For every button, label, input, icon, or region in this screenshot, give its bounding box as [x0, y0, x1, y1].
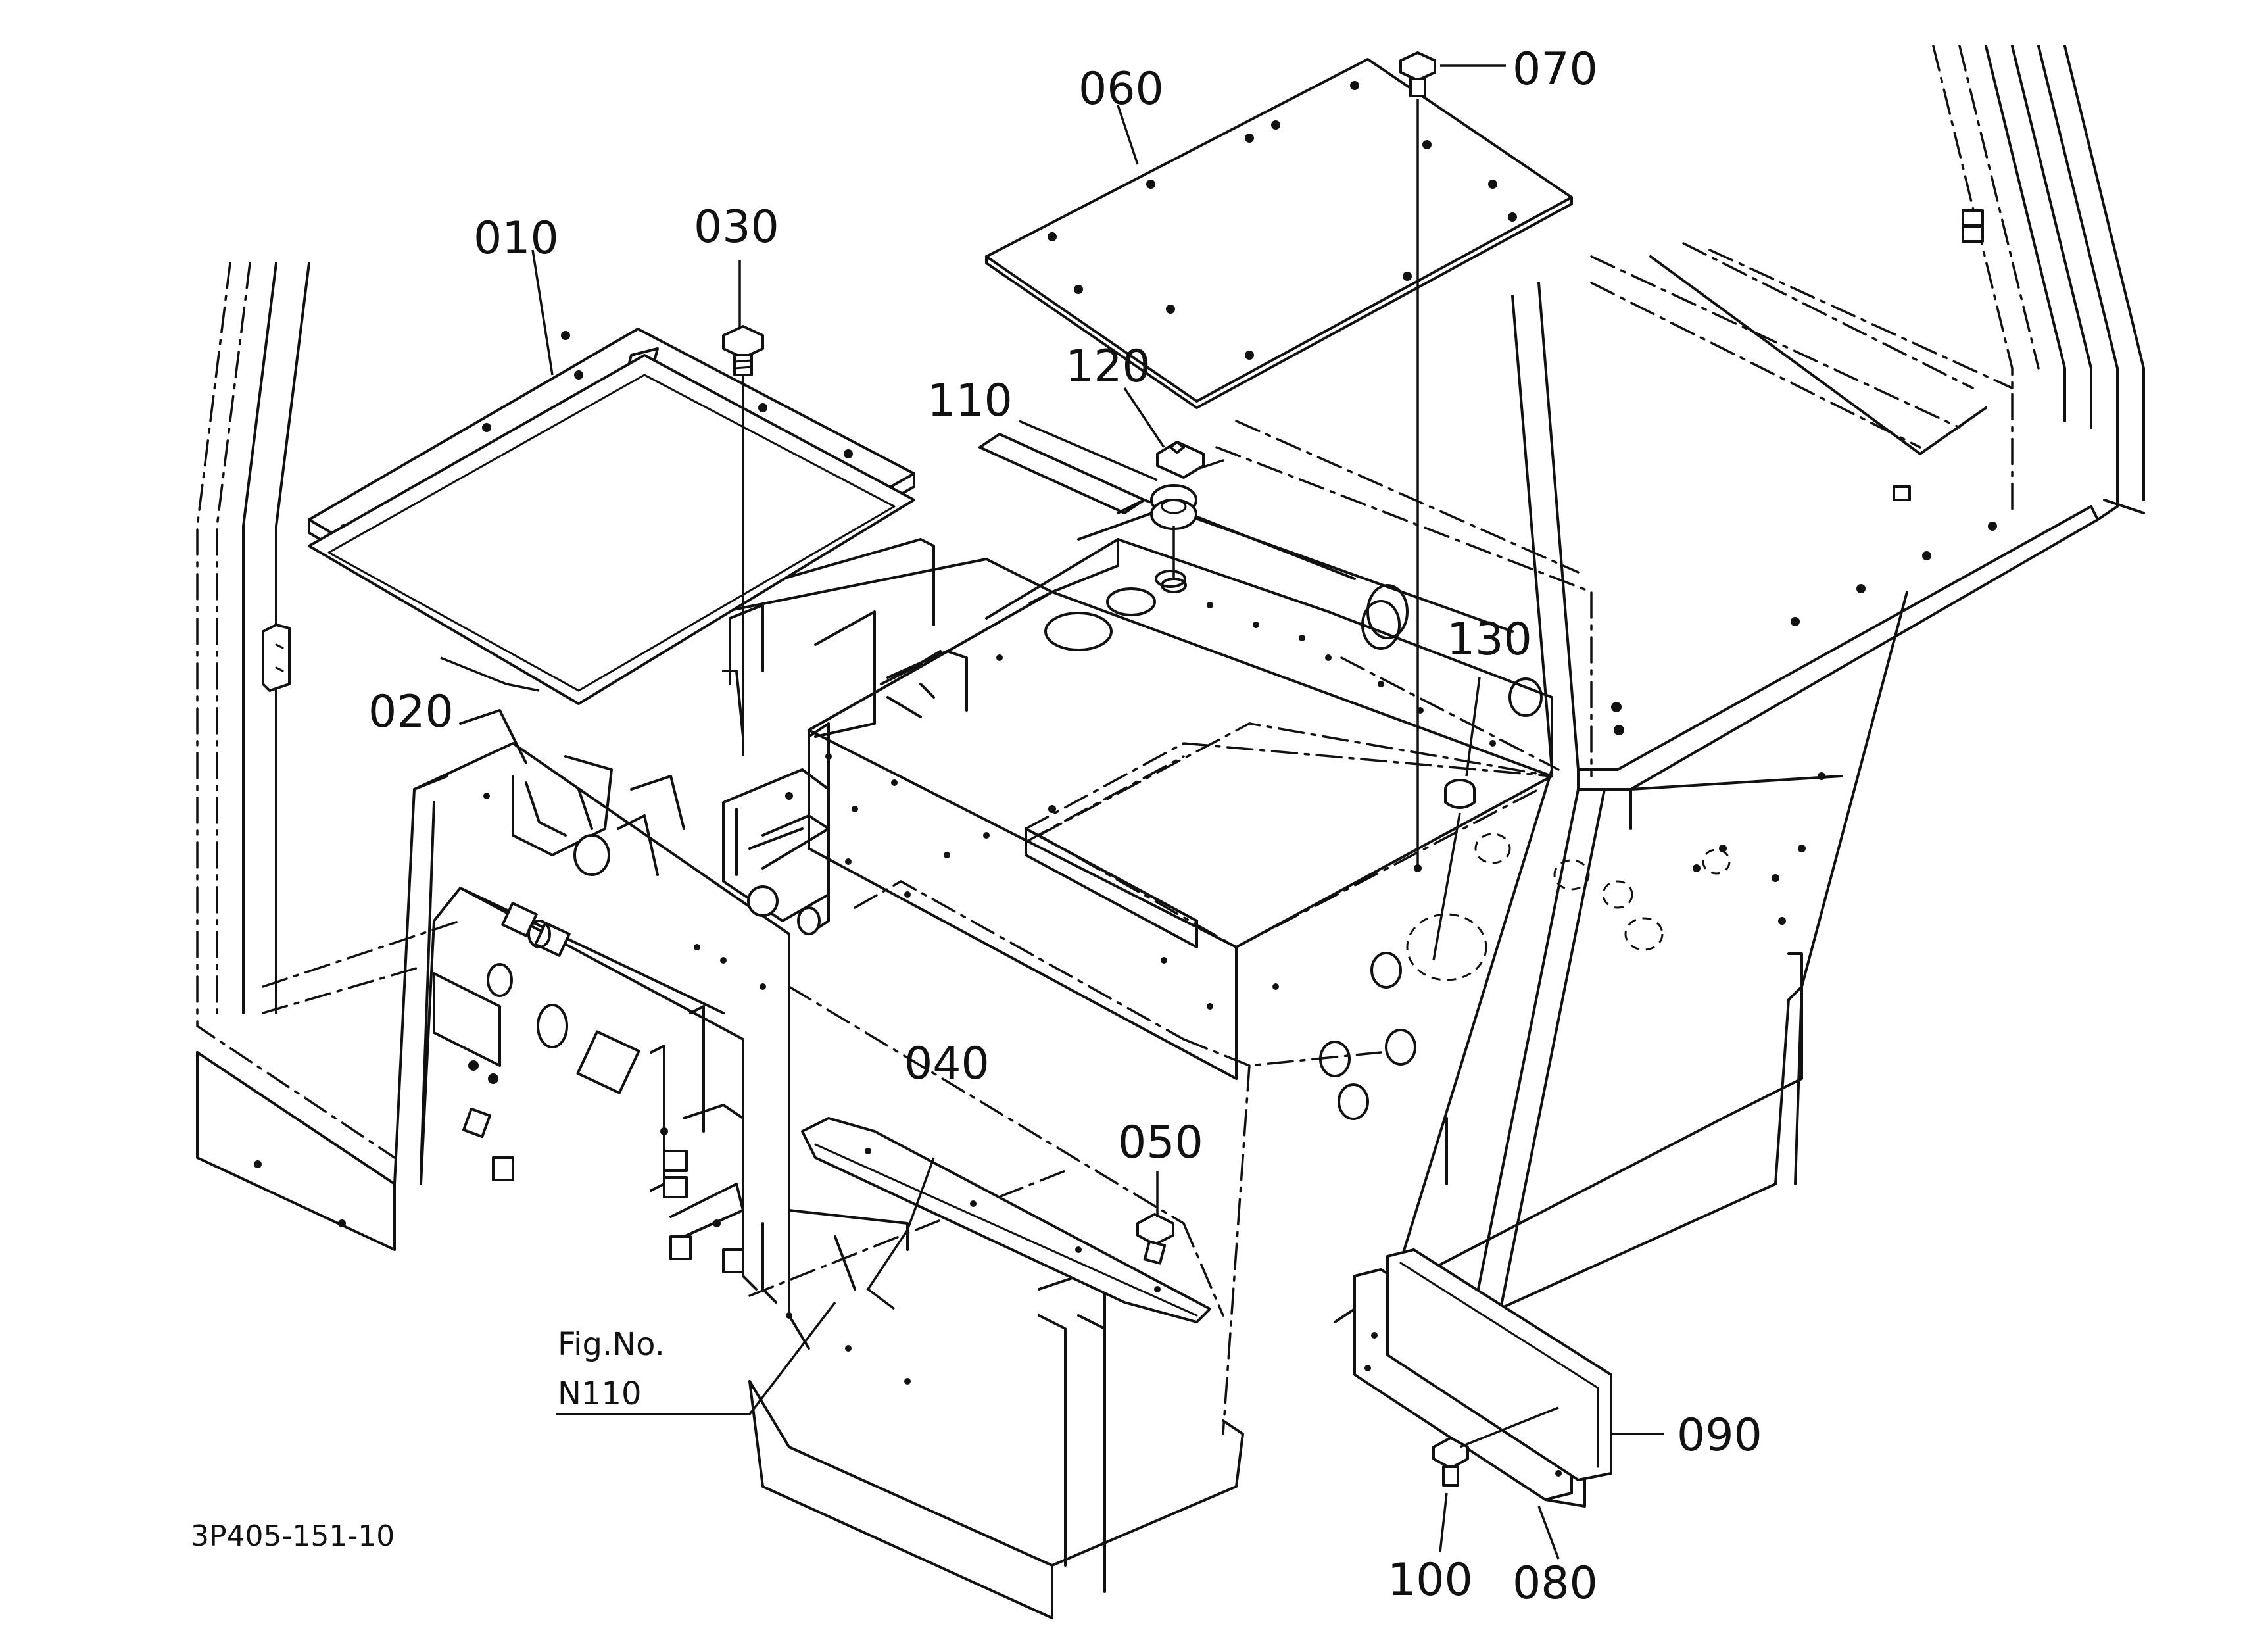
- callout-020: 020: [368, 686, 454, 738]
- part-110-grommet: [978, 433, 1197, 593]
- callout-050: 050: [1118, 1117, 1203, 1169]
- callout-040: 040: [904, 1038, 990, 1090]
- callout-030: 030: [694, 201, 779, 253]
- callout-080: 080: [1512, 1558, 1598, 1610]
- callout-060: 060: [1078, 63, 1164, 115]
- part-020-gasket: [308, 354, 915, 738]
- drawing-code: 3P405-151-10: [191, 1519, 395, 1553]
- part-050-bolt: [1136, 1213, 1174, 1265]
- part-070-bolt: [1399, 51, 1436, 872]
- front-dash-assembly: [393, 709, 1244, 1619]
- callout-100: 100: [1387, 1554, 1473, 1606]
- part-030-bolt: [722, 325, 764, 756]
- fig-ref-line2: N110: [558, 1375, 642, 1412]
- part-100-bolt: [1432, 1406, 1559, 1487]
- part-130-plug: [1432, 779, 1476, 961]
- part-040-plate: [801, 1117, 1211, 1323]
- callout-110: 110: [927, 375, 1013, 427]
- callout-labels: 010 020 030 040 050 060 070 080 090 100 …: [368, 43, 1762, 1610]
- fig-ref-line1: Fig.No.: [558, 1326, 665, 1363]
- callout-090: 090: [1677, 1410, 1762, 1462]
- callout-010: 010: [473, 212, 559, 264]
- callout-leaders: [440, 64, 1664, 1560]
- part-120-square-nut: [1156, 441, 1205, 479]
- callout-070: 070: [1512, 43, 1598, 95]
- figure-reference: Fig.No. N110: [556, 1326, 665, 1415]
- part-060-top-cover: [985, 58, 1573, 409]
- part-090-gasket: [1386, 1248, 1612, 1481]
- callout-130: 130: [1447, 614, 1532, 666]
- callout-120: 120: [1065, 341, 1151, 393]
